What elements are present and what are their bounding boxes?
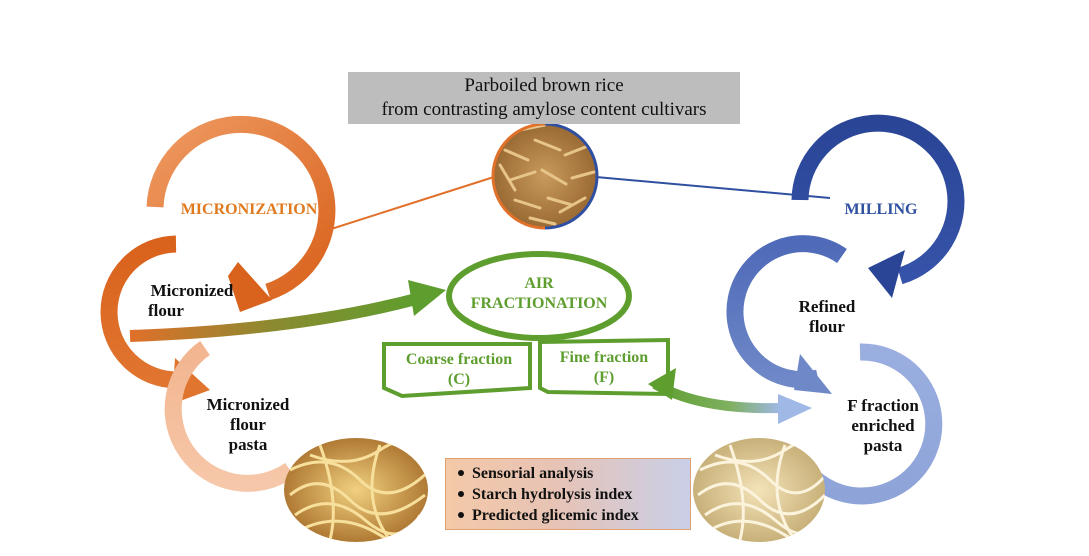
fine-line-1: Fine fraction <box>559 349 649 366</box>
ffp-line-2: enriched <box>851 416 915 435</box>
mfp-line-3: pasta <box>228 435 268 454</box>
bullet-icon <box>458 469 464 476</box>
refined-flour-label: Refined flour <box>782 297 872 337</box>
enriched-pasta-photo <box>693 438 825 542</box>
micronization-arrow-middle <box>100 235 210 404</box>
fine-fraction-box <box>538 337 670 397</box>
coarse-line-2: (C) <box>447 371 471 388</box>
ffp-line-3: pasta <box>863 436 903 455</box>
micronized-flour-label: Micronized flour <box>132 281 252 321</box>
milling-arrow-bottom <box>806 343 943 505</box>
fine-line-2: (F) <box>593 369 615 386</box>
title-box: Parboiled brown rice from contrasting am… <box>348 72 740 124</box>
coarse-fraction-box <box>382 342 532 399</box>
title-line-1: Parboiled brown rice <box>464 75 624 96</box>
coarse-fraction-label: Coarse fraction (C) <box>388 350 530 390</box>
milling-label: MILLING <box>844 201 918 218</box>
analysis-item: Sensorial analysis <box>456 463 690 484</box>
title-line-2: from contrasting amylose content cultiva… <box>381 99 707 120</box>
mfp-line-2: flour <box>230 415 266 434</box>
refined-flour-line-2: flour <box>809 317 845 336</box>
milling-connector-line <box>595 176 831 199</box>
air-fractionation-label: AIR FRACTIONATION <box>464 274 614 314</box>
bullet-icon <box>458 490 464 497</box>
fine-fraction-label: Fine fraction (F) <box>542 348 666 388</box>
f-fraction-pasta-label: F fraction enriched pasta <box>828 396 938 456</box>
air-label-line-1: AIR <box>524 275 554 292</box>
analysis-item: Starch hydrolysis index <box>456 484 690 505</box>
micronized-flour-line-2: flour <box>148 301 184 320</box>
air-label-line-2: FRACTIONATION <box>470 295 608 312</box>
mfp-line-1: Micronized <box>206 395 290 414</box>
refined-flour-line-1: Refined <box>798 297 856 316</box>
air-fractionation-oval <box>446 251 632 341</box>
coarse-line-1: Coarse fraction <box>405 351 513 368</box>
milling-arrow-top <box>791 114 965 298</box>
micronization-arrow-bottom <box>164 341 295 492</box>
micronized-flour-line-1: Micronized <box>150 281 234 300</box>
micronization-arrow-top <box>146 115 336 312</box>
fine-to-pasta-arrow <box>648 368 812 424</box>
rice-grains-photo <box>491 122 599 230</box>
ffp-line-1: F fraction <box>847 396 919 415</box>
bullet-icon <box>458 511 464 518</box>
micronization-connector-line <box>327 175 498 231</box>
micronized-flour-pasta-label: Micronized flour pasta <box>188 395 308 455</box>
analyses-box: Sensorial analysis Starch hydrolysis ind… <box>445 458 691 530</box>
analysis-item: Predicted glicemic index <box>456 505 690 526</box>
micronized-pasta-photo <box>284 438 428 542</box>
milling-arrow-middle <box>726 235 847 394</box>
micronization-label: MICRONIZATION <box>180 201 318 218</box>
flour-to-air-arrow <box>129 280 446 342</box>
